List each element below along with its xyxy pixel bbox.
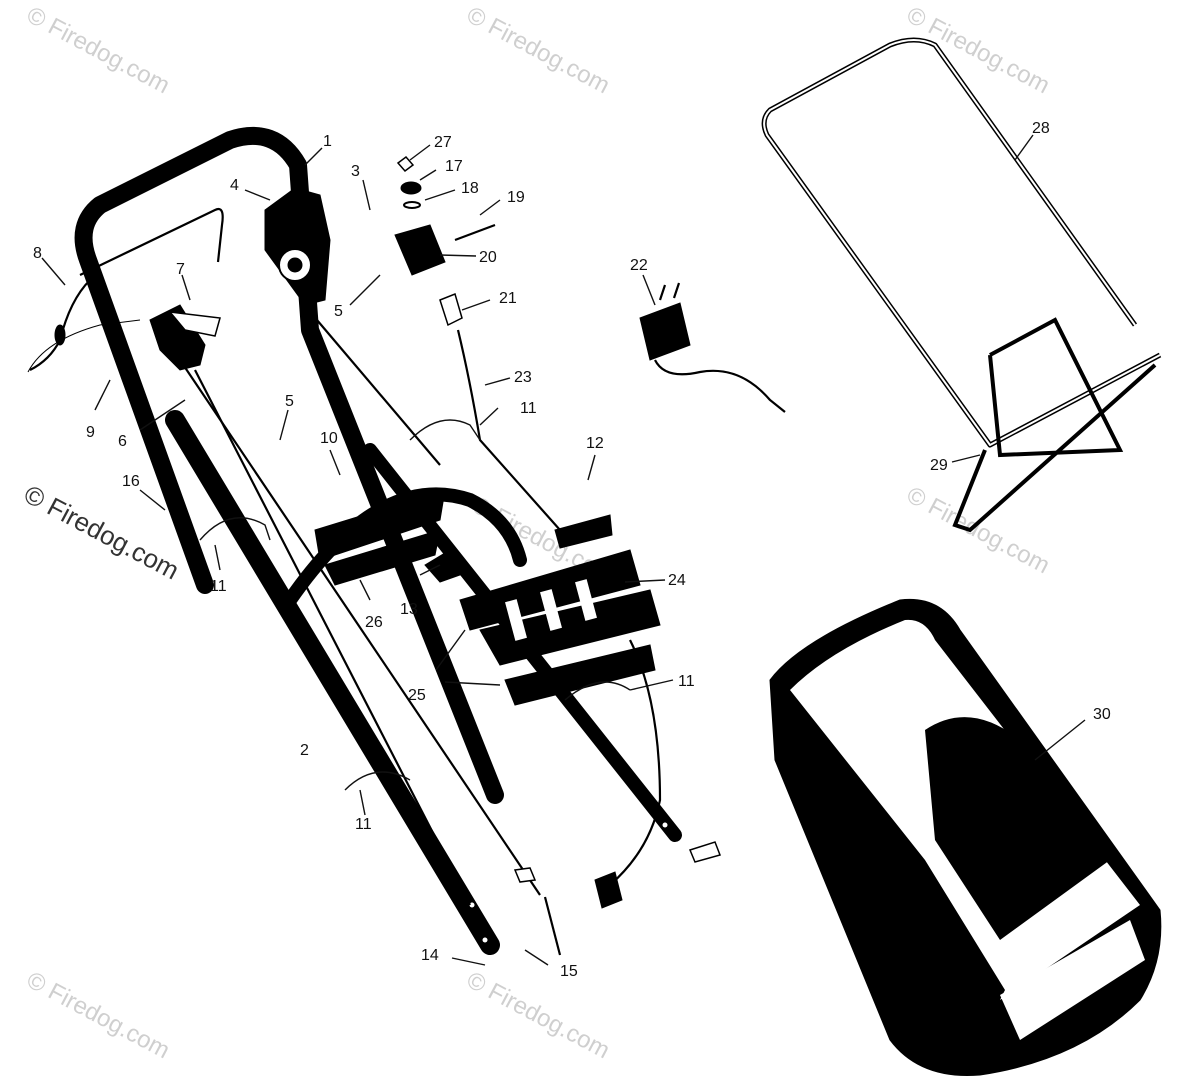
callout-5: 5 (334, 303, 343, 320)
callout-16: 16 (122, 473, 140, 490)
control-bail (27, 207, 224, 373)
callout-11: 11 (355, 816, 372, 833)
callout-9: 9 (86, 424, 95, 441)
callout-17: 17 (445, 158, 463, 175)
callout-7: 7 (176, 261, 185, 278)
key-switch (394, 155, 561, 531)
callout-3: 3 (351, 163, 360, 180)
callout-21: 21 (499, 290, 517, 307)
callout-27: 27 (434, 134, 452, 151)
callout-11: 11 (678, 673, 695, 690)
grass-bag (769, 598, 1162, 1077)
callout-5: 5 (285, 393, 294, 410)
watermark: © Firedog.com (462, 1, 614, 99)
callout-11: 11 (210, 578, 227, 595)
watermark: © Firedog.com (462, 966, 614, 1064)
callout-6: 6 (118, 433, 127, 450)
callout-18: 18 (461, 180, 479, 197)
mounting-bracket (314, 489, 461, 586)
callout-19: 19 (507, 189, 525, 206)
callout-25: 25 (408, 687, 426, 704)
control-box (149, 304, 562, 956)
callout-11: 11 (520, 400, 537, 417)
callout-26: 26 (365, 614, 383, 631)
callout-10: 10 (320, 430, 338, 447)
callout-12: 12 (586, 435, 604, 452)
battery-pack (459, 514, 721, 909)
callout-29: 29 (930, 457, 948, 474)
callout-14: 14 (421, 947, 439, 964)
callout-1: 1 (323, 133, 332, 150)
callout-8: 8 (33, 245, 42, 262)
battery-charger (639, 282, 786, 413)
callout-24: 24 (668, 572, 686, 589)
leader-lines (41, 134, 1086, 966)
callout-13: 13 (400, 601, 418, 618)
watermark: © Firedog.com (902, 481, 1054, 579)
callout-30: 30 (1093, 706, 1111, 723)
watermark: © Firedog.com (22, 1, 174, 99)
callout-labels: 1 2 3 4 5 5 6 7 8 9 10 11 11 11 11 12 13… (33, 120, 1111, 980)
callout-15: 15 (560, 963, 578, 980)
callout-23: 23 (514, 369, 532, 386)
callout-22: 22 (630, 257, 648, 274)
callout-4: 4 (230, 177, 239, 194)
callout-20: 20 (479, 249, 497, 266)
watermark: © Firedog.com (22, 966, 174, 1064)
callout-2: 2 (300, 742, 309, 759)
watermark: © Firedog.com (902, 1, 1054, 99)
catcher-frame (761, 37, 1162, 533)
watermark-dark: © Firedog.com (19, 479, 184, 586)
cable-clips (199, 419, 631, 791)
switch-housing (264, 187, 441, 466)
callout-28: 28 (1032, 120, 1050, 137)
